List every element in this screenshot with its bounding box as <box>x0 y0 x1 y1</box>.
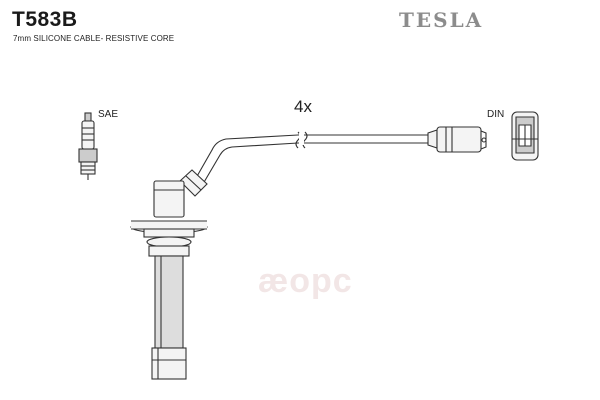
cable <box>191 131 428 190</box>
sae-label: SAE <box>98 109 119 120</box>
din-connector <box>427 126 487 153</box>
part-number: T583B <box>12 8 78 31</box>
din-terminal-icon <box>511 111 539 161</box>
cable-description: 7mm SILICONE CABLE- RESISTIVE CORE <box>13 34 175 43</box>
quantity-label: 4x <box>294 97 312 116</box>
watermark-text: ӕopc <box>258 262 353 300</box>
spark-plug-icon <box>78 112 98 180</box>
brand-logo: TESLA <box>399 8 484 32</box>
coil-boot <box>130 169 208 380</box>
din-label: DIN <box>487 109 505 120</box>
